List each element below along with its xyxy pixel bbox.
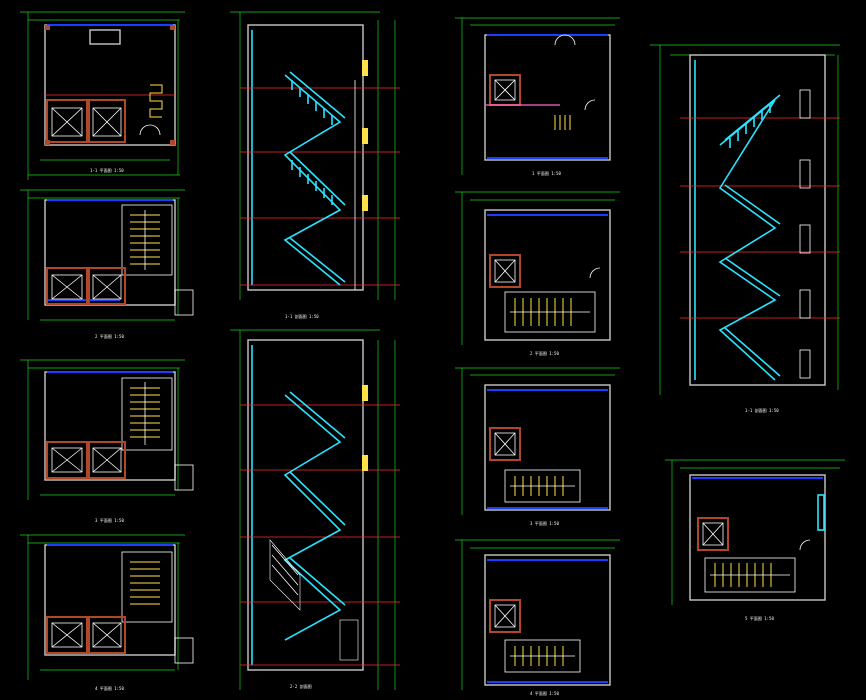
sheet-caption-a1: 1-1 平面图 1:50 — [90, 167, 124, 173]
plan-a4: 4 平面图 1:50 — [20, 534, 194, 691]
plan-d2: 5 平面图 1:50 — [665, 459, 845, 621]
sheet-caption-b1: 1-1 剖面图 1:50 — [285, 313, 319, 319]
plan-c4: 4 平面图 1:50 — [455, 539, 620, 696]
plan-a2: 2 平面图 1:50 — [20, 189, 194, 339]
section-d1: 1-1 剖面图 1:50 — [650, 44, 840, 413]
sheet-caption-a4: 4 平面图 1:50 — [95, 685, 124, 691]
section-b1: 1-1 剖面图 1:50 — [230, 11, 400, 319]
sheet-caption-a3: 3 平面图 1:50 — [95, 517, 124, 523]
sheet-caption-b2: 2-2 剖面图 — [290, 683, 312, 689]
sheet-caption-c3: 3 平面图 1:50 — [530, 520, 559, 526]
sheet-caption-d2: 5 平面图 1:50 — [745, 615, 774, 621]
sheet-caption-c1: 1 平面图 1:50 — [532, 170, 561, 176]
plan-a1: 1-1 平面图 1:50 — [20, 11, 185, 180]
plan-a3: 3 平面图 1:50 — [20, 359, 194, 523]
sheet-caption-c4: 4 平面图 1:50 — [530, 690, 559, 696]
plan-c3: 3 平面图 1:50 — [455, 367, 620, 526]
plan-c1: 1 平面图 1:50 — [455, 17, 620, 176]
plan-c2: 2 平面图 1:50 — [455, 191, 620, 356]
sheet-caption-a2: 2 平面图 1:50 — [95, 333, 124, 339]
sheet-caption-d1: 1-1 剖面图 1:50 — [745, 407, 779, 413]
section-b2: 2-2 剖面图 — [230, 329, 400, 690]
sheet-caption-c2: 2 平面图 1:50 — [530, 350, 559, 356]
